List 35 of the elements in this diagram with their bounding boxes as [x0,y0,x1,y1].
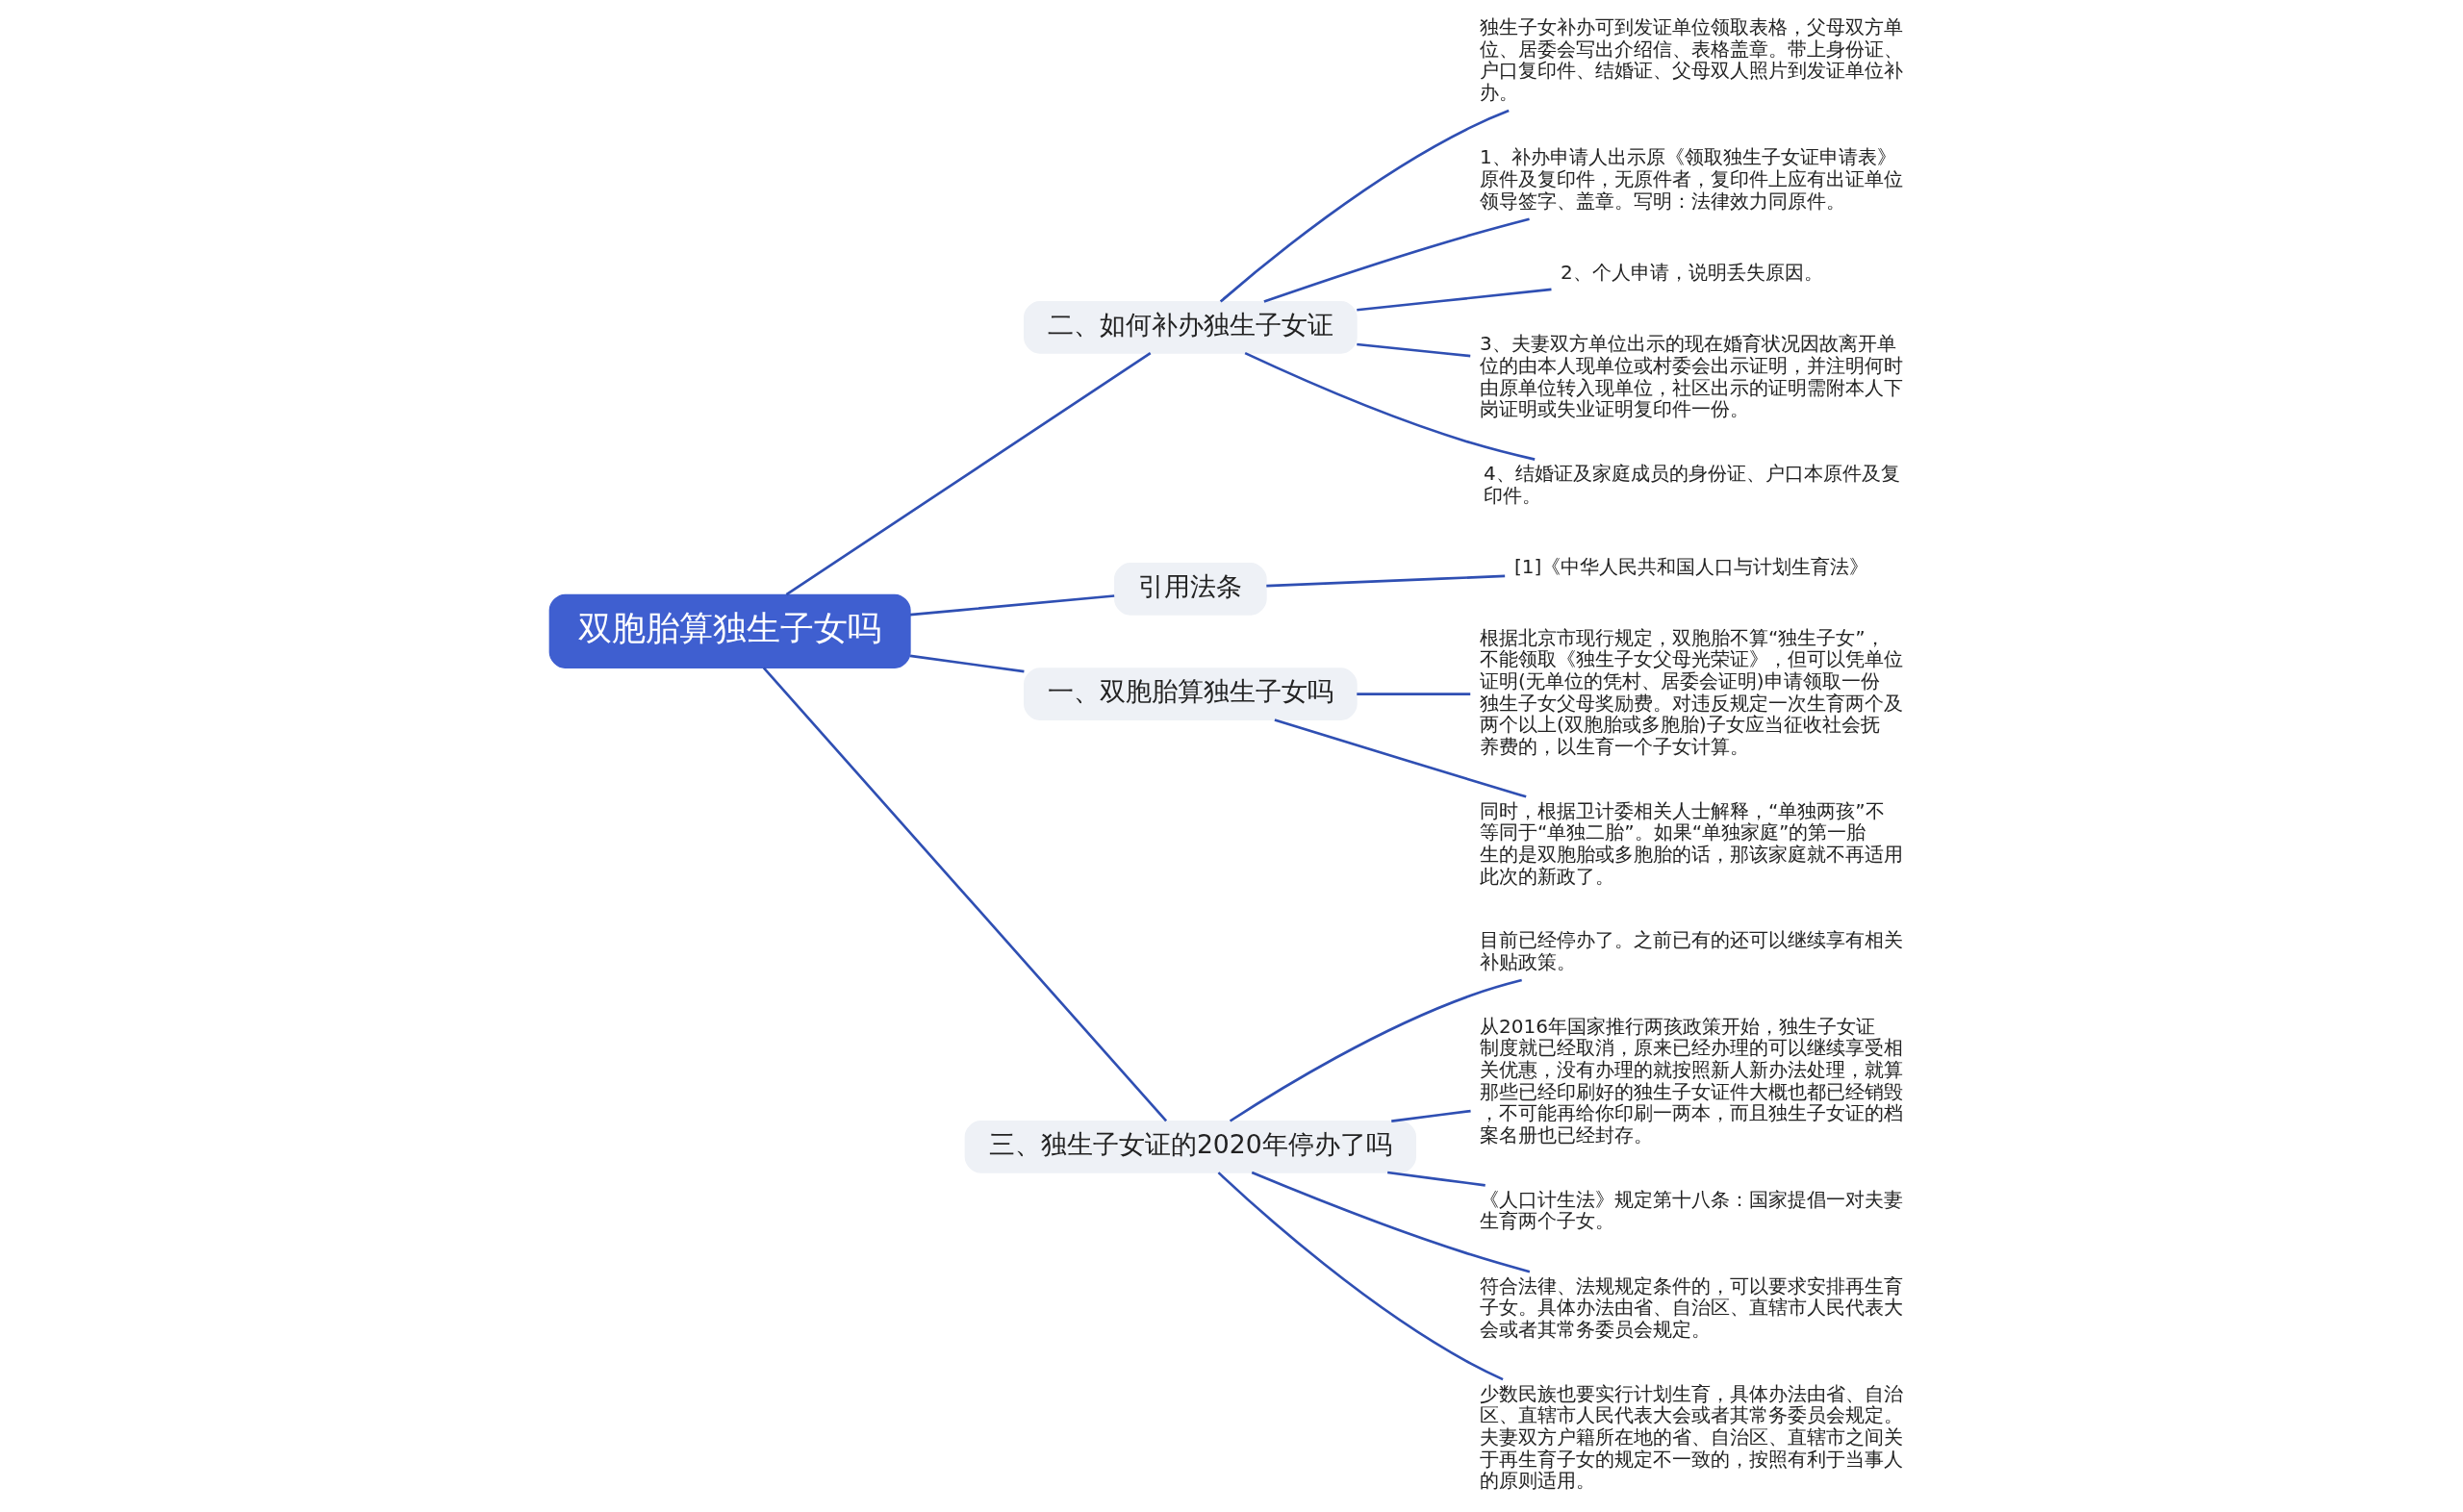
node-text: 根据北京市现行规定，双胞胎不算“独生子女”，不能领取《独生子女父母光荣证》，但可以凭单位证明(无单位的凭村、居委会证明)申请领取一份独生子女父母奖励费。对违反规定一次生育两个及两个以上(双胞胎或多胞胎)子女应当征收社会抚养费的，以生育一个子女计算。 [1480,625,1903,758]
connector [1274,718,1527,798]
node-box: 二、如何补办独生子女证 [1024,301,1358,354]
connector [1219,109,1510,303]
node-text: 同时，根据卫计委相关人士解释，“单独两孩”不等同于“单独二胎”。如果“单独家庭”的第一胎生的是双胞胎或多胞胎的话，那该家庭就不再适用此次的新政了。 [1480,798,1903,888]
node-text: 4、结婚证及家庭成员的身份证、户口本原件及复印件。 [1484,462,1900,507]
connector [1266,574,1506,588]
node-text: 少数民族也要实行计划生育，具体办法由省、自治区、直辖市人民代表大会或者其常务委员会规定。夫妻双方户籍所在地的省、自治区、直辖市之间关于再生育子女的规定不一致的，按照有利于当事人的原则适用。 [1480,1381,1903,1493]
connector [1357,693,1471,695]
node-text: 符合法律、法规规定条件的，可以要求安排再生育子女。具体办法由省、自治区、直辖市人民代表大会或者其常务委员会规定。 [1480,1273,1903,1341]
node-text: 1、补办申请人出示原《领取独生子女证申请表》原件及复印件，无原件者，复印件上应有出证单位领导签字、盖章。写明：法律效力同原件。 [1480,145,1903,213]
node-text: 目前已经停办了。之前已有的还可以继续享有相关补贴政策。 [1480,928,1903,973]
node-text: 2、个人申请，说明丢失原因。 [1561,261,1823,285]
connector [1251,1171,1531,1273]
node-box: 双胞胎算独生子女吗 [548,593,911,668]
node-text: 《人口计生法》规定第十八条：国家提倡一对夫妻生育两个子女。 [1480,1187,1903,1233]
connector [1244,351,1536,461]
connector [909,594,1115,617]
node-box: 一、双胞胎算独生子女吗 [1024,668,1358,720]
connector [1357,288,1552,312]
node-text: [1]《中华人民共和国人口与计划生育法》 [1514,554,1869,578]
connector [1357,342,1471,358]
connector [785,351,1152,596]
connector [1217,1172,1504,1381]
connector [1263,217,1530,303]
connector [762,667,1168,1122]
connector [1391,1109,1471,1122]
connector [1387,1171,1485,1187]
node-box: 引用法条 [1114,563,1267,616]
connector [1229,978,1522,1122]
connector [909,654,1025,673]
node-text: 独生子女补办可到发证单位领取表格，父母双方单位、居委会写出介绍信、表格盖章。带上身份证、户口复印件、结婚证、父母双人照片到发证单位补办。 [1480,15,1903,104]
node-text: 3、夫妻双方单位出示的现在婚育状况因故离开单位的由本人现单位或村委会出示证明，并注明何时由原单位转入现单位，社区出示的证明需附本人下岗证明或失业证明复印件一份。 [1480,332,1903,421]
node-text: 从2016年国家推行两孩政策开始，独生子女证制度就已经取消，原来已经办理的可以继续享受相关优惠，没有办理的就按照新人新办法处理，就算那些已经印刷好的独生子女证件大概也都已经销毁，不可能再给你印刷一两本，而且独生子女证的档案名册也已经封存。 [1480,1014,1903,1147]
node-box: 三、独生子女证的2020年停办了吗 [964,1121,1416,1173]
